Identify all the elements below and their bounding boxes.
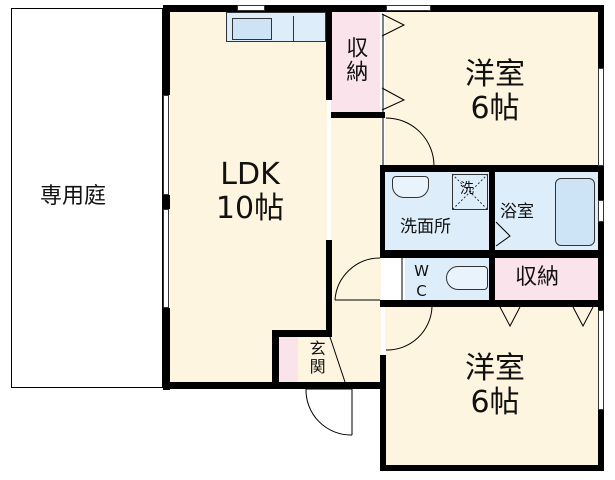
wall — [163, 5, 170, 95]
western-top-floor — [385, 12, 598, 166]
wall — [326, 240, 332, 280]
storage-bottom-label: 収納 — [515, 265, 560, 290]
washer-space — [452, 174, 488, 210]
window — [163, 95, 169, 195]
window — [598, 310, 604, 410]
toilet — [446, 266, 488, 290]
wc-label: WC — [412, 262, 431, 302]
wall — [345, 382, 385, 389]
kitchen-sink — [232, 18, 272, 40]
wall — [598, 5, 604, 471]
storage-top-floor — [331, 12, 380, 112]
wall — [163, 308, 170, 390]
wall — [489, 172, 495, 307]
window — [598, 200, 604, 222]
window — [237, 5, 265, 11]
western-bottom-label: 洋室 — [465, 351, 525, 386]
ldk-floor — [170, 12, 327, 382]
window — [598, 68, 604, 166]
garden-area — [11, 8, 163, 388]
wall — [163, 195, 170, 209]
ldk-size: 10帖 — [215, 191, 285, 226]
kitchen-divider — [293, 16, 294, 42]
storage-top-label: 収納 — [342, 36, 368, 84]
ldk-label: LDK — [220, 157, 280, 192]
shoe-storage — [279, 337, 298, 382]
western-bottom-floor — [385, 307, 598, 465]
western-top-size: 6帖 — [470, 91, 520, 126]
wall — [380, 465, 604, 471]
garden-label: 専用庭 — [40, 184, 107, 209]
wall — [272, 330, 332, 337]
western-top-label: 洋室 — [465, 57, 525, 92]
bathroom-label: 浴室 — [500, 202, 534, 222]
washer-label: 洗 — [460, 181, 474, 197]
bathtub — [555, 178, 595, 246]
window — [163, 209, 169, 308]
wall — [326, 5, 332, 100]
wall — [380, 165, 604, 172]
wall — [331, 112, 385, 118]
entrance-label: 玄関 — [306, 340, 326, 376]
wall — [326, 280, 332, 337]
window — [386, 5, 431, 11]
storage-bottom-floor — [495, 258, 598, 300]
wash-basin — [392, 176, 429, 198]
washroom-label: 洗面所 — [400, 217, 451, 237]
wall — [163, 382, 385, 389]
wall — [272, 330, 279, 385]
wall — [163, 5, 604, 12]
wall — [380, 355, 386, 471]
western-bottom-size: 6帖 — [470, 385, 520, 420]
wall — [380, 165, 385, 250]
